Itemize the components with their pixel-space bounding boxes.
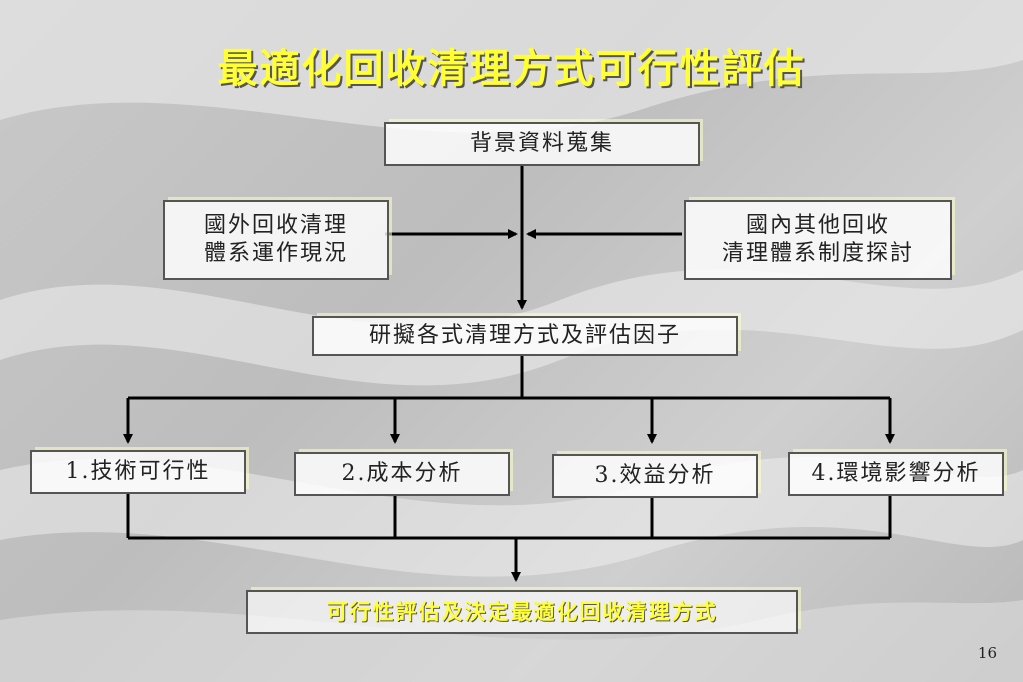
node-benefit-analysis: 3.效益分析 — [552, 454, 758, 498]
node-environment-analysis: 4.環境影響分析 — [788, 452, 1004, 496]
node-methods: 研擬各式清理方式及評估因子 — [312, 316, 738, 356]
page-title: 最適化回收清理方式可行性評估 — [217, 45, 806, 92]
node-foreign-line2: 體系運作現況 — [203, 241, 348, 266]
page-number: 16 — [977, 644, 997, 662]
node-background-data: 背景資料蒐集 — [384, 122, 700, 166]
node-cost-analysis: 2.成本分析 — [294, 452, 510, 496]
node-domestic-systems: 國內其他回收 清理體系制度探討 — [684, 200, 952, 280]
node-final-decision: 可行性評估及決定最適化回收清理方式 — [246, 590, 798, 634]
node-tech-feasibility: 1.技術可行性 — [30, 450, 246, 494]
node-foreign-line1: 國外回收清理 — [203, 213, 348, 238]
node-domestic-line2: 清理體系制度探討 — [721, 241, 914, 266]
node-foreign-systems: 國外回收清理 體系運作現況 — [163, 200, 389, 280]
node-domestic-line1: 國內其他回收 — [745, 213, 890, 238]
